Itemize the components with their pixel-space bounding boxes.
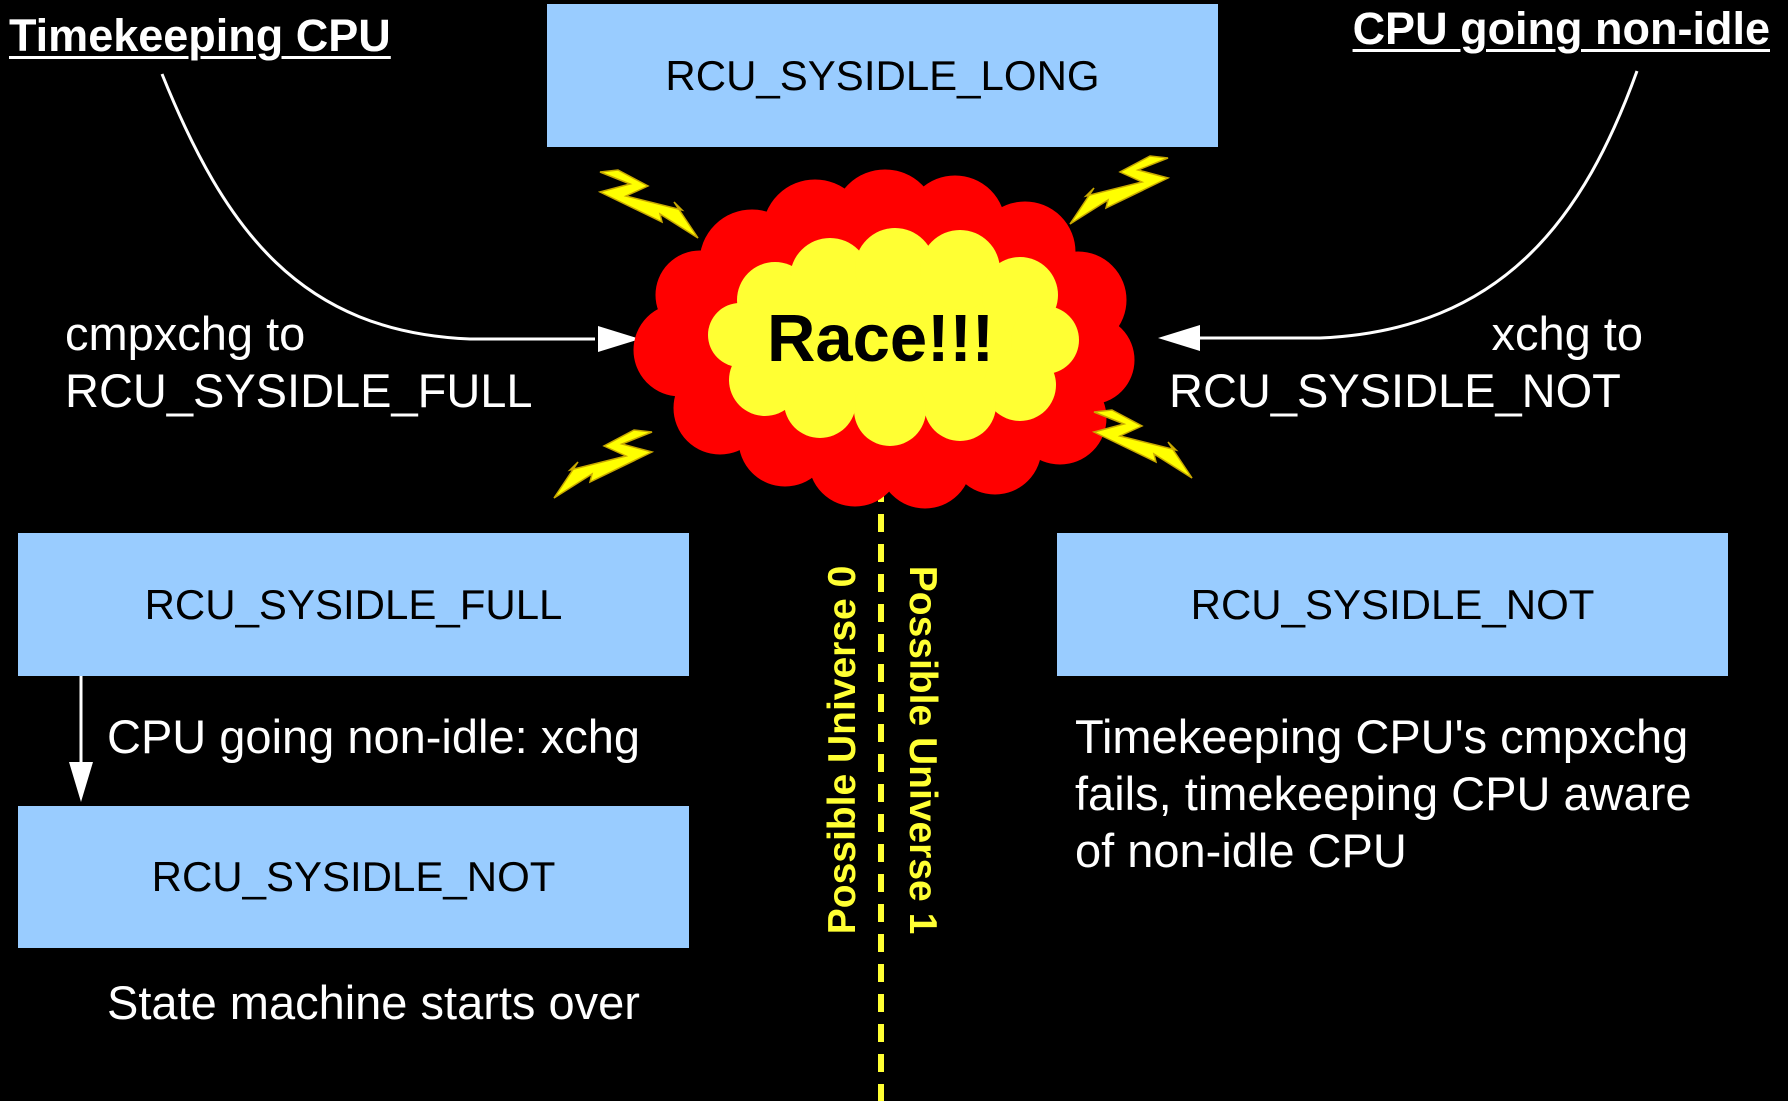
right-result-line3: of non-idle CPU: [1075, 824, 1407, 877]
state-box-sysidle-long: RCU_SYSIDLE_LONG: [547, 4, 1218, 147]
lightning-bolt-bottom-left: [553, 429, 655, 499]
full-to-not-arrowhead: [69, 762, 93, 802]
race-label: Race!!!: [767, 301, 995, 376]
right-result-text: Timekeeping CPU's cmpxchg fails, timekee…: [1075, 708, 1692, 879]
lightning-bolts: [553, 155, 1193, 499]
timekeeping-cpu-arrow: [160, 73, 595, 341]
right-result-line2: fails, timekeeping CPU aware: [1075, 767, 1692, 820]
possible-universe-1-label: Possible Universe 1: [901, 565, 944, 935]
right-result-line1: Timekeeping CPU's cmpxchg: [1075, 710, 1689, 763]
state-box-sysidle-not-right-label: RCU_SYSIDLE_NOT: [1190, 580, 1595, 628]
state-box-sysidle-long-label: RCU_SYSIDLE_LONG: [665, 51, 1100, 99]
race-cloud: [633, 169, 1135, 509]
state-box-sysidle-full-label: RCU_SYSIDLE_FULL: [144, 580, 563, 628]
xchg-action-label: xchg to RCU_SYSIDLE_NOT: [1169, 305, 1643, 419]
lightning-bolt-top-left: [597, 169, 699, 239]
xchg-action-line1: xchg to: [1491, 307, 1643, 360]
cmpxchg-action-line2: RCU_SYSIDLE_FULL: [65, 364, 533, 417]
xchg-action-line2: RCU_SYSIDLE_NOT: [1169, 364, 1621, 417]
state-box-sysidle-not-left-label: RCU_SYSIDLE_NOT: [151, 853, 556, 900]
left-result-text: State machine starts over: [107, 976, 640, 1029]
lightning-bolt-top-right: [1069, 155, 1171, 225]
state-box-sysidle-not-right: RCU_SYSIDLE_NOT: [1057, 533, 1728, 676]
cpu-non-idle-arrow: [1200, 70, 1639, 340]
cmpxchg-action-line1: cmpxchg to: [65, 307, 306, 360]
state-box-sysidle-full: RCU_SYSIDLE_FULL: [18, 533, 689, 676]
possible-universe-0-label: Possible Universe 0: [821, 565, 864, 935]
lightning-bolt-bottom-right: [1091, 409, 1193, 479]
left-transition-label: CPU going non-idle: xchg: [107, 710, 640, 763]
state-box-sysidle-not-left: RCU_SYSIDLE_NOT: [18, 806, 689, 948]
cmpxchg-action-label: cmpxchg to RCU_SYSIDLE_FULL: [65, 305, 533, 419]
timekeeping-cpu-heading: Timekeeping CPU: [9, 10, 391, 61]
cpu-going-non-idle-heading: CPU going non-idle: [1352, 3, 1770, 54]
cpu-non-idle-arrowhead: [1158, 325, 1200, 351]
timekeeping-cpu-arrowhead: [598, 326, 640, 352]
